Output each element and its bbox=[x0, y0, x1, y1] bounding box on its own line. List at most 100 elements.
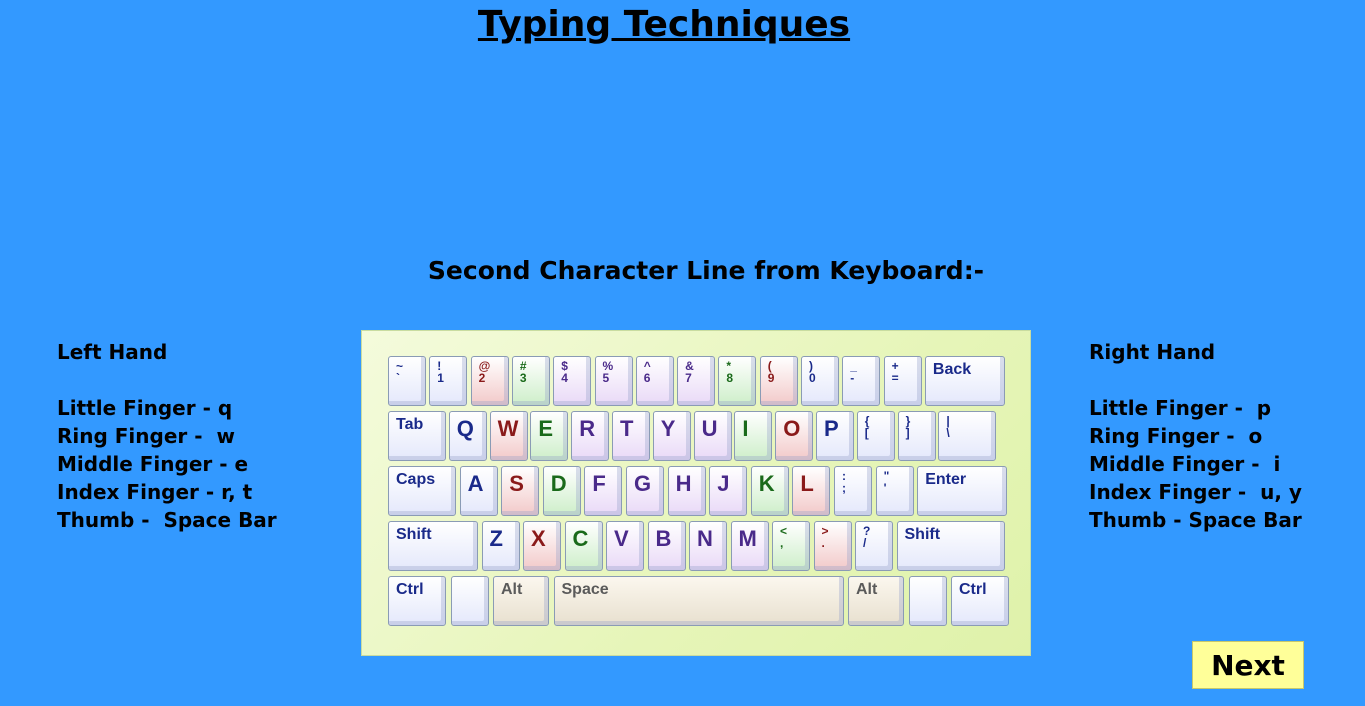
key-label: Alt bbox=[856, 581, 878, 598]
keyboard-key: J bbox=[709, 466, 748, 516]
keyboard-key: { [ bbox=[856, 411, 895, 461]
key-label: F bbox=[592, 471, 606, 496]
key-label: Back bbox=[932, 361, 972, 378]
keyboard-key: & 7 bbox=[677, 356, 716, 406]
key-label: ! 1 bbox=[437, 359, 444, 385]
keyboard-key: F bbox=[584, 466, 623, 516]
left-hand-line: Ring Finger - w bbox=[57, 424, 235, 448]
key-label: Y bbox=[660, 416, 676, 441]
keyboard-key: Shift bbox=[896, 521, 1005, 571]
keyboard-key: V bbox=[606, 521, 644, 571]
keyboard-key: Back bbox=[924, 356, 1005, 406]
key-label: Q bbox=[456, 416, 474, 441]
key-label: T bbox=[620, 416, 634, 441]
key-label: { [ bbox=[864, 414, 870, 440]
key-label: * 8 bbox=[726, 359, 734, 385]
keyboard-key: O bbox=[775, 411, 814, 461]
keyboard-key: X bbox=[523, 521, 561, 571]
key-label: Alt bbox=[501, 581, 523, 598]
key-label: > . bbox=[821, 524, 829, 550]
key-label: U bbox=[701, 416, 718, 441]
key-label: I bbox=[742, 416, 749, 441]
key-label: Ctrl bbox=[396, 581, 424, 598]
keyboard-key: ^ 6 bbox=[635, 356, 674, 406]
keyboard-key: % 5 bbox=[594, 356, 633, 406]
key-label: E bbox=[538, 416, 554, 441]
keyboard-image: ~ ` ! 1 @ 2 # 3 $ 4 % 5 ^ 6 & 7 * 8 ( 9 ) 0 _ - + = B… bbox=[361, 330, 1031, 656]
key-label: Enter bbox=[925, 471, 967, 488]
key-label: Caps bbox=[396, 471, 436, 488]
left-hand-line: Index Finger - r, t bbox=[57, 480, 253, 504]
key-label: : ; bbox=[842, 469, 846, 495]
right-hand-line: Index Finger - u, y bbox=[1089, 480, 1302, 504]
key-label: Z bbox=[489, 526, 503, 551]
keyboard-key: @ 2 bbox=[470, 356, 509, 406]
keyboard-key: + = bbox=[883, 356, 922, 406]
keyboard-key: I bbox=[734, 411, 773, 461]
keyboard-key: ) 0 bbox=[801, 356, 839, 406]
keyboard-key: D bbox=[542, 466, 581, 516]
keyboard-key: H bbox=[667, 466, 706, 516]
key-label: ) 0 bbox=[809, 359, 816, 385]
keyboard-key bbox=[908, 576, 947, 626]
left-hand-line: Thumb - Space Bar bbox=[57, 508, 277, 532]
keyboard-key: Shift bbox=[388, 521, 478, 571]
key-label: G bbox=[634, 471, 652, 496]
key-label: W bbox=[497, 416, 519, 441]
key-label: # 3 bbox=[519, 359, 527, 385]
right-hand-line: Middle Finger - i bbox=[1089, 452, 1281, 476]
key-label: _ - bbox=[850, 359, 857, 385]
keyboard-key: U bbox=[693, 411, 732, 461]
keyboard-key: Space bbox=[553, 576, 844, 626]
key-label: < , bbox=[780, 524, 788, 550]
keyboard-key: < , bbox=[772, 521, 810, 571]
key-label: C bbox=[572, 526, 589, 551]
keyboard-key: E bbox=[530, 411, 569, 461]
keyboard-key: _ - bbox=[842, 356, 881, 406]
key-label: K bbox=[758, 471, 775, 496]
key-label: Shift bbox=[396, 526, 432, 543]
key-label: % 5 bbox=[602, 359, 614, 385]
left-hand-heading: Left Hand bbox=[57, 340, 168, 364]
key-label: L bbox=[800, 471, 814, 496]
key-label: ( 9 bbox=[767, 359, 775, 385]
key-label: H bbox=[675, 471, 692, 496]
keyboard-key: * 8 bbox=[718, 356, 757, 406]
keyboard-key: L bbox=[792, 466, 831, 516]
keyboard-key: : ; bbox=[834, 466, 872, 516]
key-label: Ctrl bbox=[959, 581, 987, 598]
keyboard-key: $ 4 bbox=[553, 356, 592, 406]
key-label: | \ bbox=[946, 414, 950, 440]
keyboard-key: Tab bbox=[388, 411, 446, 461]
keyboard-key: Z bbox=[481, 521, 520, 571]
keyboard-key: R bbox=[571, 411, 610, 461]
key-label: } ] bbox=[905, 414, 911, 440]
left-hand-line: Little Finger - q bbox=[57, 396, 233, 420]
keyboard-key: Alt bbox=[848, 576, 904, 626]
right-hand-line: Little Finger - p bbox=[1089, 396, 1272, 420]
key-label: A bbox=[467, 471, 484, 496]
keyboard-key: Q bbox=[448, 411, 487, 461]
left-hand-line: Middle Finger - e bbox=[57, 452, 249, 476]
keyboard-key: B bbox=[647, 521, 686, 571]
keyboard-key: Ctrl bbox=[388, 576, 446, 626]
keyboard-key: ( 9 bbox=[759, 356, 798, 406]
key-label: + = bbox=[891, 359, 899, 385]
next-button[interactable]: Next bbox=[1192, 641, 1304, 689]
key-label: ^ 6 bbox=[643, 359, 651, 385]
keyboard-key: ! 1 bbox=[429, 356, 468, 406]
keyboard-key: } ] bbox=[897, 411, 936, 461]
keyboard-key: W bbox=[489, 411, 528, 461]
keyboard-key bbox=[450, 576, 489, 626]
key-label: ? / bbox=[863, 524, 871, 550]
left-hand-panel: Left Hand Little Finger - q Ring Finger … bbox=[57, 338, 277, 534]
keyboard-key: ? / bbox=[855, 521, 893, 571]
key-label: & 7 bbox=[685, 359, 694, 385]
keyboard-key: M bbox=[730, 521, 769, 571]
keyboard-key: # 3 bbox=[511, 356, 550, 406]
key-label: ~ ` bbox=[396, 359, 404, 385]
key-label: O bbox=[783, 416, 801, 441]
key-label: J bbox=[717, 471, 730, 496]
key-label: @ 2 bbox=[478, 359, 491, 385]
keyboard-key: | \ bbox=[938, 411, 997, 461]
